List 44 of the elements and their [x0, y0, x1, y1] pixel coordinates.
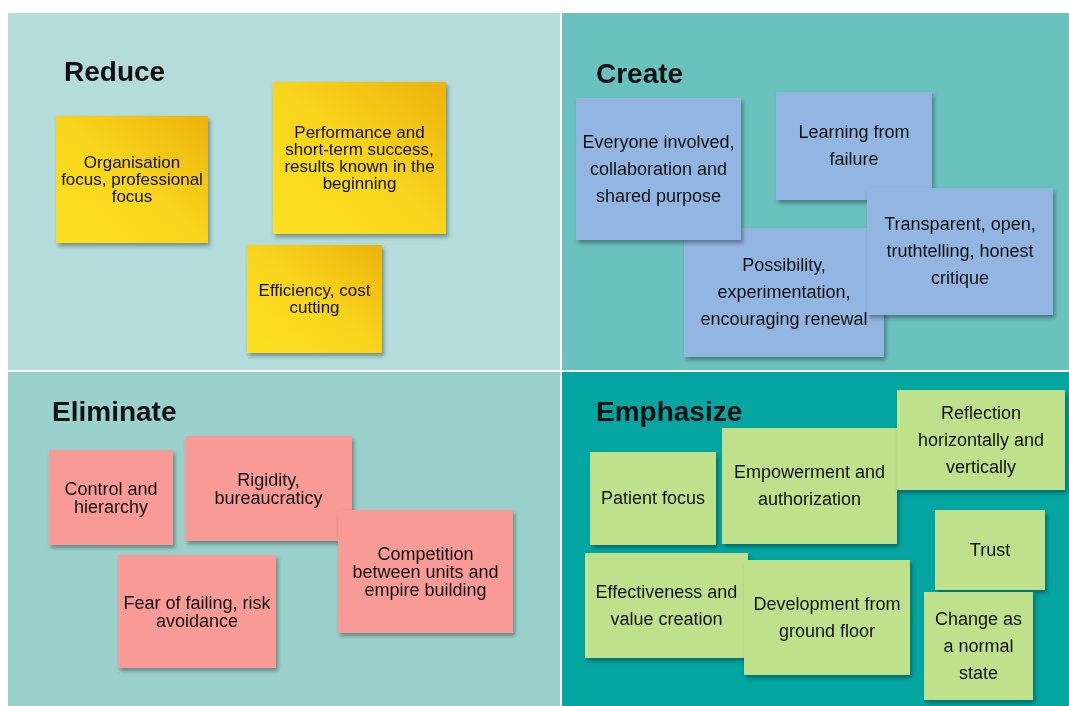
sticky-note [897, 390, 1065, 490]
sticky-note [924, 592, 1033, 700]
note-text: Everyone involved, collaboration and shared purpose [581, 130, 736, 208]
sticky-note [867, 188, 1053, 315]
sticky-note [185, 436, 352, 541]
sticky-note [49, 450, 173, 545]
quadrant-heading: Eliminate [52, 398, 177, 426]
note-text: Learning from failure [797, 121, 911, 171]
note-text: Transparent, open, truthtelling, honest critique [883, 213, 1037, 290]
sticky-note [744, 560, 910, 675]
note-text: Fear of failing, risk avoidance [122, 593, 272, 630]
sticky-note [585, 553, 748, 658]
note-text: Efficiency, cost cutting [257, 282, 372, 316]
sticky-note [590, 452, 716, 545]
sticky-note [56, 116, 208, 243]
note-text: Patient focus [600, 487, 706, 510]
note-text: Effectiveness and value creation [594, 580, 739, 631]
note-text: Rigidity, bureaucraticy [213, 470, 324, 507]
quadrant-heading: Create [596, 60, 684, 88]
sticky-note [247, 245, 382, 353]
sticky-note [722, 428, 897, 544]
note-text: Performance and short-term success, results known in the beginning [283, 124, 436, 192]
sticky-note [684, 228, 884, 357]
note-text: Development from ground floor [752, 592, 902, 643]
sticky-note [338, 510, 513, 633]
note-text: Possibility, experimentation, encouraging renewal [699, 254, 869, 331]
note-text: Change as a normal state [933, 607, 1024, 685]
note-text: Organisation focus, professional focus [60, 154, 204, 205]
quadrant-panel [562, 372, 1069, 706]
quadrant-panel [8, 372, 560, 706]
quadrant-heading: Emphasize [596, 398, 743, 426]
sticky-note [118, 555, 276, 668]
note-text: Control and hierarchy [63, 479, 159, 516]
quadrant-heading: Reduce [64, 58, 166, 86]
sticky-note [935, 510, 1045, 590]
note-text: Reflection horizontally and vertically [916, 401, 1046, 479]
sticky-note [576, 98, 741, 240]
note-text: Competition between units and empire building [351, 544, 500, 599]
note-text: Trust [969, 538, 1011, 562]
sticky-note [273, 82, 446, 234]
quadrant-panel [562, 13, 1069, 370]
sticky-note [776, 92, 932, 200]
note-text: Empowerment and authorization [732, 461, 887, 511]
quadrant-panel [8, 13, 560, 370]
